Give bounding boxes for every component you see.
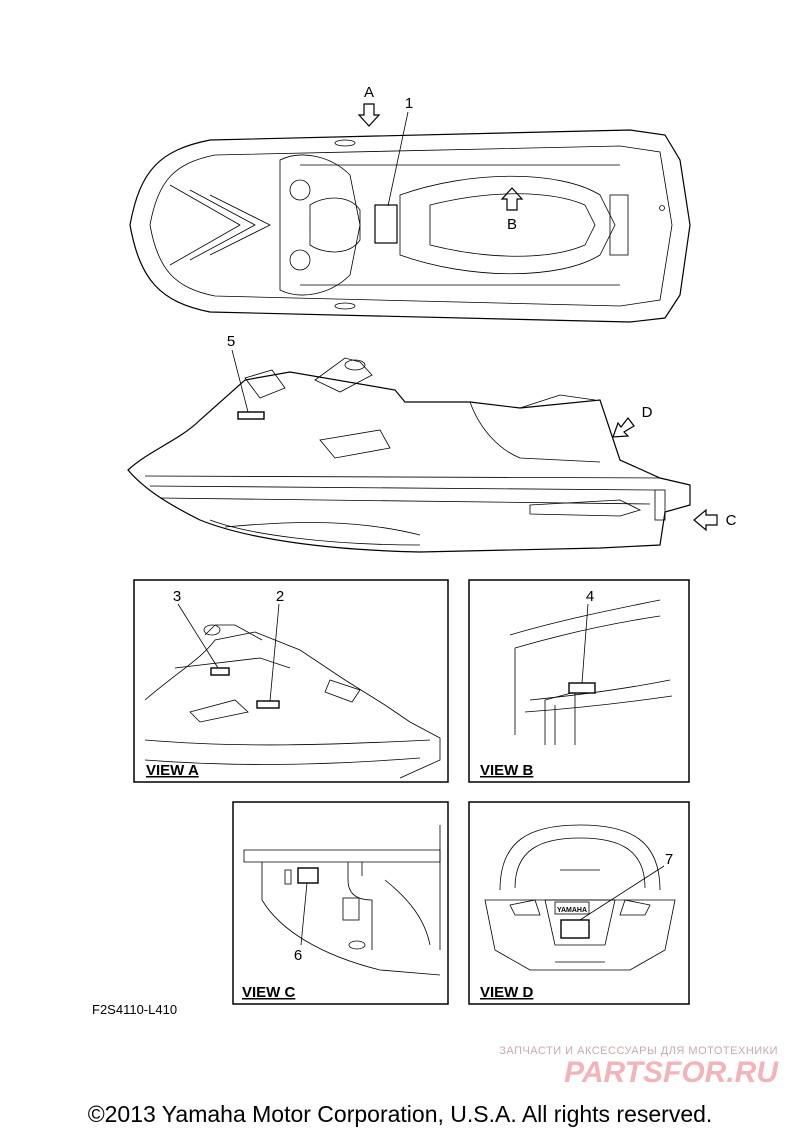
view-b-arrow: B bbox=[500, 187, 524, 233]
arrow-label-a: A bbox=[364, 84, 374, 101]
arrow-label-b: B bbox=[507, 216, 517, 233]
arrow-label-d: D bbox=[642, 404, 653, 421]
watermark: ЗАПЧАСТИ И АКСЕССУАРЫ ДЛЯ МОТОТЕХНИКИ PA… bbox=[499, 1045, 779, 1089]
callout-5: 5 bbox=[227, 333, 249, 413]
view-c-arrow: C bbox=[693, 508, 737, 532]
callout-number-5: 5 bbox=[227, 333, 235, 350]
yamaha-emblem: YAMAHA bbox=[557, 907, 587, 914]
callout-number-4: 4 bbox=[586, 588, 594, 605]
watermark-logo: PARTSFOR.RU bbox=[564, 1056, 779, 1089]
view-a-panel: 3 2 VIEW A bbox=[133, 579, 449, 783]
callout-number-7: 7 bbox=[665, 851, 673, 868]
view-d-arrow: D bbox=[612, 404, 653, 438]
view-b-label: VIEW B bbox=[480, 762, 534, 779]
copyright-notice: ©2013 Yamaha Motor Corporation, U.S.A. A… bbox=[88, 1101, 713, 1127]
side-view-watercraft bbox=[127, 357, 691, 553]
callout-number-2: 2 bbox=[276, 588, 284, 605]
watermark-tagline: ЗАПЧАСТИ И АКСЕССУАРЫ ДЛЯ МОТОТЕХНИКИ bbox=[499, 1045, 778, 1057]
callout-number-1: 1 bbox=[405, 95, 413, 112]
top-view-watercraft bbox=[129, 129, 691, 323]
view-c-panel: 6 VIEW C bbox=[232, 801, 449, 1005]
diagram-code: F2S4110-L410 bbox=[92, 1002, 177, 1017]
arrow-label-c: C bbox=[726, 512, 737, 529]
view-a-arrow: A bbox=[357, 84, 381, 127]
view-d-label: VIEW D bbox=[480, 984, 534, 1001]
view-b-panel: 4 VIEW B bbox=[468, 579, 690, 783]
callout-1: 1 bbox=[387, 95, 413, 207]
view-a-label: VIEW A bbox=[146, 762, 199, 779]
callout-number-3: 3 bbox=[173, 588, 181, 605]
callout-number-6: 6 bbox=[294, 947, 302, 964]
view-c-label: VIEW C bbox=[242, 984, 296, 1001]
view-d-panel: YAMAHA 7 VIEW D bbox=[468, 801, 690, 1005]
